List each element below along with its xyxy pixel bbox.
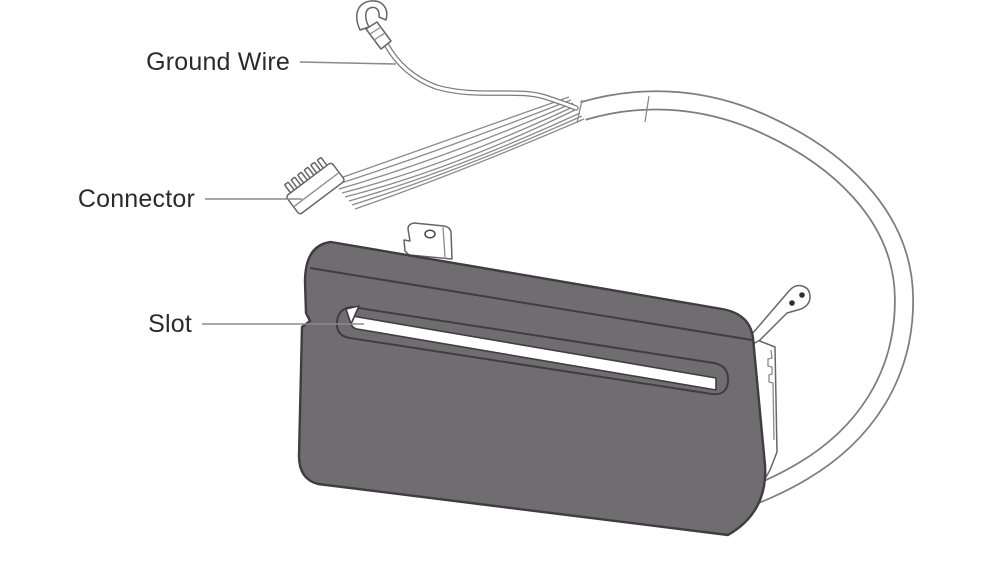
card-slot-left-notch — [345, 305, 360, 325]
slot-recess-frame — [335, 306, 730, 396]
bezel-top-ridge — [309, 267, 753, 341]
ground-wire-label: Ground Wire — [146, 48, 290, 76]
connector-label: Connector — [77, 185, 195, 213]
leader-lines — [202, 61, 397, 325]
wire-loom — [331, 96, 585, 210]
mounting-tab — [403, 222, 453, 260]
slot-label: Slot — [148, 310, 192, 338]
mounting-bracket — [751, 284, 811, 345]
fork-terminal — [356, 0, 392, 50]
ground-wire — [356, 0, 579, 111]
sleeve-end-cap — [576, 99, 583, 124]
connector-plug — [284, 157, 345, 215]
sleeve-collar-seam — [644, 95, 650, 123]
cable-loop — [576, 90, 915, 513]
bezel-body — [297, 240, 767, 537]
leader-line-ground-wire — [299, 61, 397, 65]
